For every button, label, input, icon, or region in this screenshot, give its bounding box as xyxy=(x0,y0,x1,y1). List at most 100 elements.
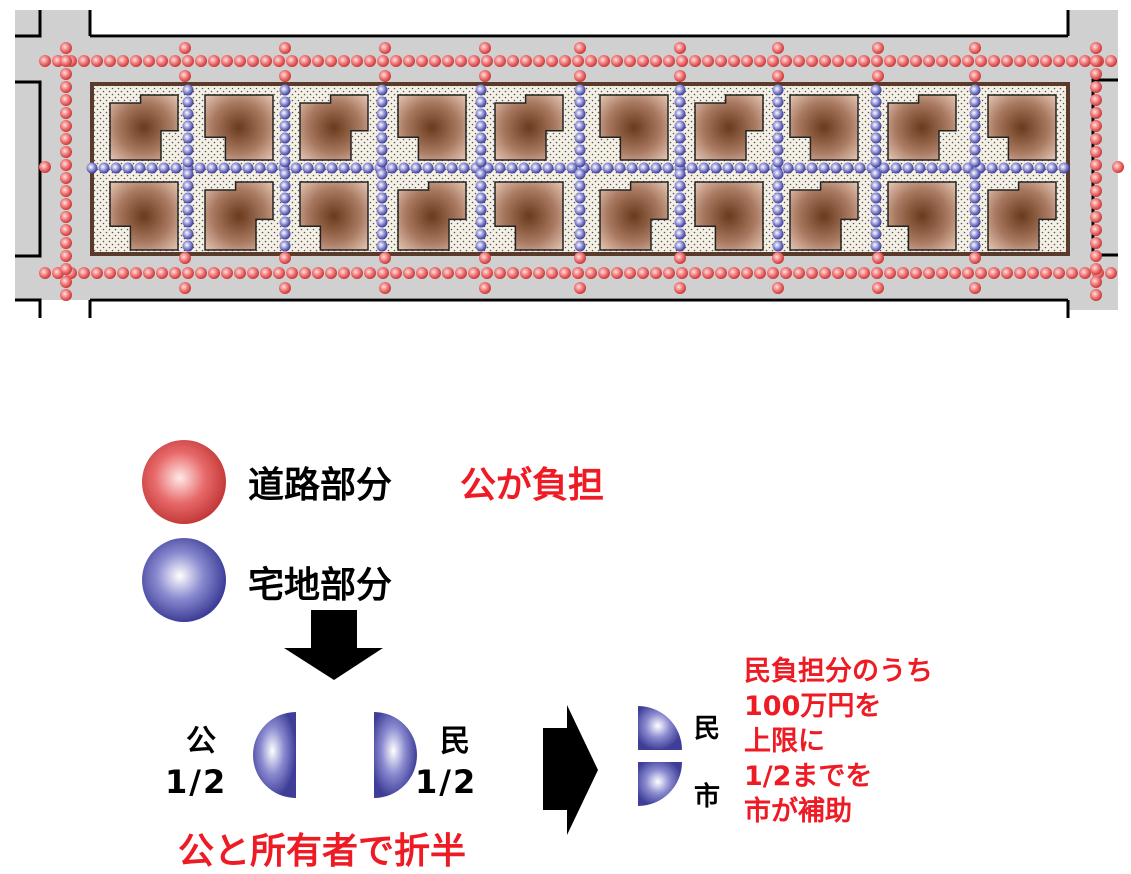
road-ball xyxy=(39,161,51,173)
lot-ball xyxy=(969,228,981,240)
road-ball xyxy=(702,55,714,67)
road-ball xyxy=(377,267,389,279)
lot-ball xyxy=(422,162,434,174)
lot-ball xyxy=(279,192,291,204)
road-ball xyxy=(1040,55,1052,67)
road-ball xyxy=(689,55,701,67)
lot-ball xyxy=(938,162,950,174)
road-ball xyxy=(60,250,72,262)
road-ball xyxy=(793,267,805,279)
road-ball xyxy=(247,267,259,279)
road-ball xyxy=(442,55,454,67)
road-ball xyxy=(479,252,491,264)
road-ball xyxy=(975,267,987,279)
road-ball xyxy=(364,55,376,67)
lot-ball xyxy=(626,162,638,174)
lot-ball xyxy=(254,162,266,174)
road-ball xyxy=(923,55,935,67)
road-ball xyxy=(1090,68,1102,80)
lot-ball xyxy=(772,240,784,252)
road-ball xyxy=(715,267,727,279)
lot-ball xyxy=(122,162,134,174)
road-ball xyxy=(806,267,818,279)
lot-ball xyxy=(475,180,487,192)
road-ball xyxy=(1066,55,1078,67)
lot-ball xyxy=(230,162,242,174)
lot-ball xyxy=(674,192,686,204)
road-ball xyxy=(1040,267,1052,279)
lot-ball xyxy=(772,180,784,192)
road-ball xyxy=(806,55,818,67)
lot-ball xyxy=(662,162,674,174)
lot-ball xyxy=(969,180,981,192)
lot-ball xyxy=(969,132,981,144)
road-ball xyxy=(1090,250,1102,262)
road-ball xyxy=(969,70,981,82)
lot-ball xyxy=(98,162,110,174)
road-ball xyxy=(962,55,974,67)
house-roof xyxy=(599,181,669,251)
lot-ball xyxy=(870,240,882,252)
lot-ball xyxy=(279,96,291,108)
house-roof xyxy=(204,181,274,251)
road-ball xyxy=(572,267,584,279)
lot-ball xyxy=(734,162,746,174)
lot-ball xyxy=(638,162,650,174)
lot-ball xyxy=(674,156,686,168)
lot-ball xyxy=(674,240,686,252)
lot-ball xyxy=(574,96,586,108)
lot-ball xyxy=(772,216,784,228)
lot-ball xyxy=(376,144,388,156)
lot-ball xyxy=(870,108,882,120)
road-ball xyxy=(179,70,191,82)
road-ball xyxy=(1090,159,1102,171)
road-ball xyxy=(650,267,662,279)
road-ball xyxy=(1066,267,1078,279)
lot-ball xyxy=(279,108,291,120)
lot-ball xyxy=(398,162,410,174)
road-ball xyxy=(1001,267,1013,279)
lot-ball xyxy=(574,168,586,180)
lot-ball xyxy=(376,156,388,168)
lot-ball xyxy=(170,162,182,174)
house-roof xyxy=(494,181,564,251)
road-ball xyxy=(479,282,491,294)
road-ball xyxy=(143,55,155,67)
lot-ball xyxy=(566,162,578,174)
road-ball xyxy=(260,267,272,279)
road-ball xyxy=(1090,224,1102,236)
public-share-label: 公 xyxy=(186,724,216,759)
road-ball xyxy=(494,55,506,67)
lot-ball xyxy=(475,240,487,252)
lot-ball xyxy=(386,162,398,174)
road-ball xyxy=(845,267,857,279)
road-ball xyxy=(60,94,72,106)
road-ball xyxy=(60,81,72,93)
road-ball xyxy=(674,70,686,82)
road-ball xyxy=(637,55,649,67)
house-roof xyxy=(494,94,564,161)
road-ball xyxy=(988,55,1000,67)
lot-ball xyxy=(782,162,794,174)
road-ball xyxy=(279,42,291,54)
road-ball xyxy=(390,55,402,67)
lot-ball xyxy=(870,228,882,240)
lot-ball xyxy=(279,84,291,96)
road-ball xyxy=(60,224,72,236)
lot-ball xyxy=(674,168,686,180)
road-ball xyxy=(533,55,545,67)
lot-ball xyxy=(475,204,487,216)
lot-ball xyxy=(950,162,962,174)
road-ball xyxy=(674,42,686,54)
road-ball xyxy=(60,185,72,197)
road-ball xyxy=(585,55,597,67)
lot-ball xyxy=(182,156,194,168)
split-caption: 公と所有者で折半 xyxy=(178,831,467,872)
road-ball xyxy=(949,267,961,279)
lot-ball xyxy=(475,168,487,180)
road-ball xyxy=(520,267,532,279)
lot-ball xyxy=(926,162,938,174)
road-ball xyxy=(130,55,142,67)
lot-ball xyxy=(772,96,784,108)
lot-ball xyxy=(674,132,686,144)
